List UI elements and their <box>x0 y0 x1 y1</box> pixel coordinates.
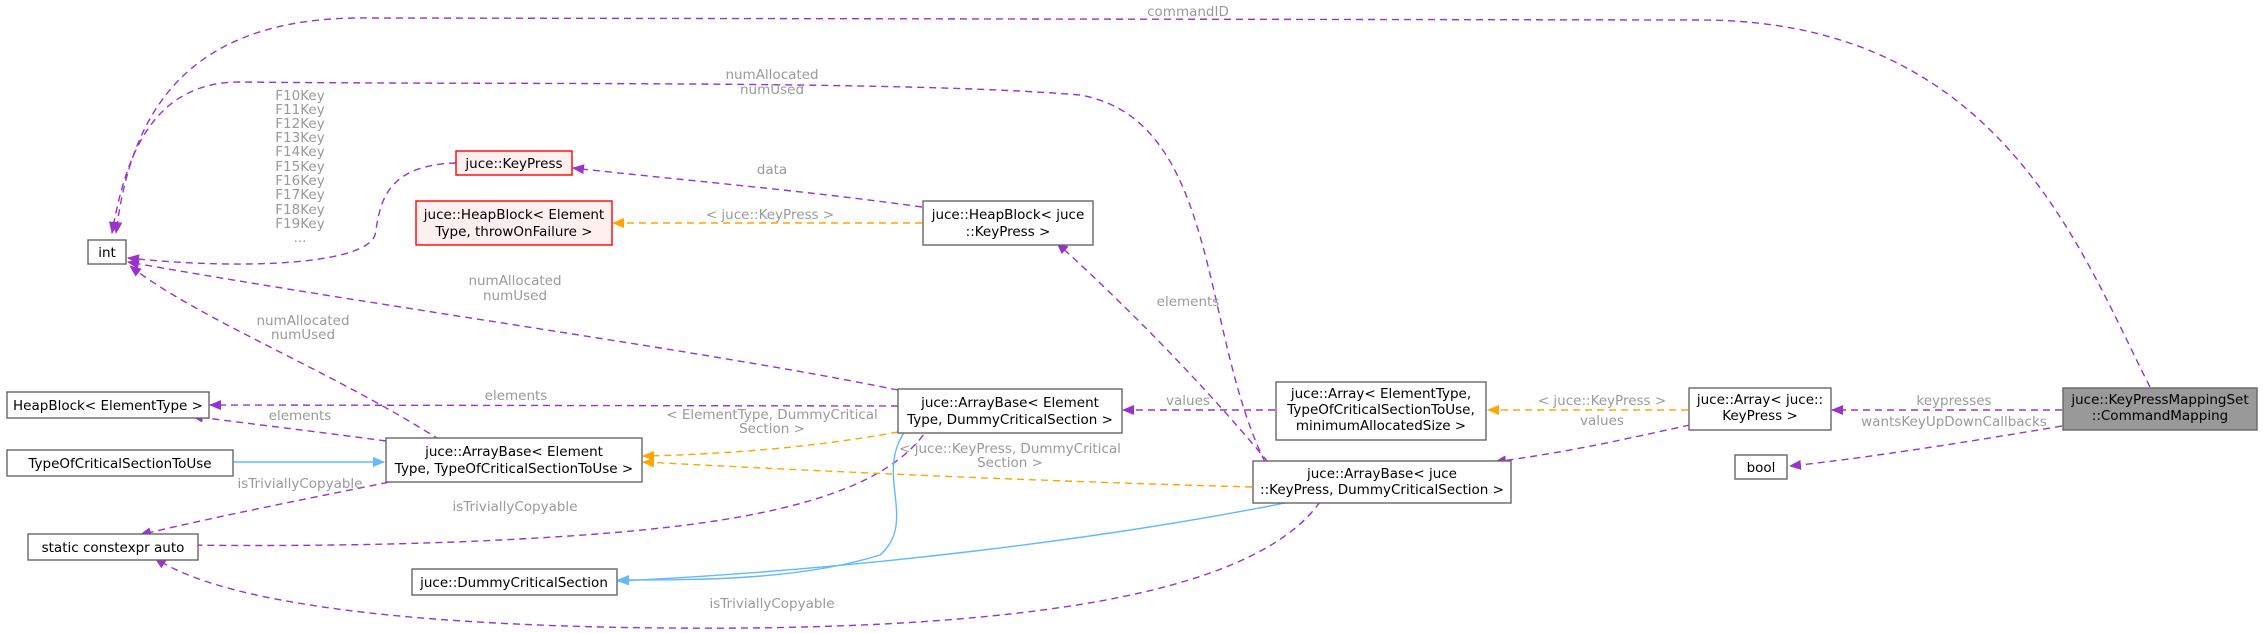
node-typeofcriticalsection[interactable]: TypeOfCriticalSectionToUse <box>6 449 234 477</box>
node-arraybase-keypress-dcs-label-2: ::KeyPress, DummyCriticalSection > <box>1260 482 1504 498</box>
label-tpl-kp-dcs-1: < juce::KeyPress, DummyCritical <box>899 441 1121 457</box>
edge-inherit-dcs <box>617 424 911 585</box>
edge-values-kp <box>1494 424 1691 466</box>
nodes: int juce::KeyPress juce::HeapBlock< Elem… <box>6 150 2258 596</box>
label-elements-dcs: elements <box>485 388 548 404</box>
node-int-label: int <box>98 245 116 261</box>
label-fkey: F12Key <box>275 116 324 132</box>
label-tpl-et-dcs-1: < ElementType, DummyCritical <box>666 407 878 423</box>
label-values-generic: values <box>1166 393 1210 409</box>
label-numused-low: numUsed <box>271 327 335 343</box>
label-elements-tcs: elements <box>269 408 332 424</box>
label-keypresses: keypresses <box>1916 393 1991 409</box>
label-trivial-dcs: isTriviallyCopyable <box>453 499 578 515</box>
node-heapblock-generic-label: HeapBlock< ElementType > <box>13 398 203 414</box>
label-fkey: F17Key <box>275 187 324 203</box>
node-bool-label: bool <box>1747 460 1776 476</box>
node-heapblock-et-throw-label-1: juce::HeapBlock< Element <box>423 207 604 223</box>
label-fkey: F14Key <box>275 144 324 160</box>
node-root-commandmapping[interactable]: juce::KeyPressMappingSet ::CommandMappin… <box>2062 387 2258 431</box>
node-typeofcriticalsection-label: TypeOfCriticalSectionToUse <box>27 456 211 472</box>
edge-numallocated-mid <box>127 258 899 391</box>
label-data: data <box>757 162 787 178</box>
node-int[interactable]: int <box>87 239 127 265</box>
node-array-generic-label-3: minimumAllocatedSize > <box>1296 418 1466 434</box>
node-arraybase-keypress-dcs[interactable]: juce::ArrayBase< juce ::KeyPress, DummyC… <box>1252 460 1512 504</box>
label-fkeys-list: F10Key F11Key F12Key F13Key F14Key F15Ke… <box>275 88 324 246</box>
label-fkey: F15Key <box>275 159 324 175</box>
edge-numallocated-top <box>109 81 1266 463</box>
node-array-keypress-label-1: juce::Array< juce:: <box>1696 392 1823 408</box>
edge-trivial-tcs <box>139 479 401 538</box>
label-fkey: F11Key <box>275 102 324 118</box>
label-commandid: commandID <box>1147 4 1229 20</box>
edge-labels: commandID numAllocated numUsed F10Key F1… <box>238 4 2047 612</box>
node-arraybase-et-tcs[interactable]: juce::ArrayBase< Element Type, TypeOfCri… <box>385 437 643 483</box>
label-fkey: F16Key <box>275 173 324 189</box>
label-tpl-et-dcs-2: Section > <box>739 421 805 437</box>
edge-tpl-kp-dcs <box>642 457 1253 488</box>
label-numallocated-top: numAllocated <box>725 67 818 83</box>
node-heapblock-et-throw[interactable]: juce::HeapBlock< Element Type, throwOnFa… <box>415 200 613 246</box>
edge-elements-dcs <box>209 400 899 411</box>
node-array-generic[interactable]: juce::Array< ElementType, TypeOfCritical… <box>1275 381 1487 441</box>
node-root-label-1: juce::KeyPressMappingSet <box>2070 392 2248 408</box>
edge-wantskeyupdown <box>1789 425 2063 470</box>
label-fkey: ... <box>294 230 307 246</box>
node-arraybase-et-tcs-label-1: juce::ArrayBase< Element <box>424 444 603 460</box>
label-numallocated-low: numAllocated <box>256 313 349 329</box>
label-tpl-keypress: < juce::KeyPress > <box>706 207 834 223</box>
node-dummycriticalsection-label: juce::DummyCriticalSection <box>419 575 608 591</box>
label-tpl-kp-dcs-2: Section > <box>977 455 1043 471</box>
node-array-keypress-label-2: KeyPress > <box>1722 408 1798 424</box>
node-array-generic-label-1: juce::Array< ElementType, <box>1290 386 1471 402</box>
edge-data <box>572 164 923 208</box>
node-heapblock-generic[interactable]: HeapBlock< ElementType > <box>6 391 210 419</box>
label-fkey: F13Key <box>275 130 324 146</box>
node-keypress-label: juce::KeyPress <box>464 156 562 172</box>
node-heapblock-et-throw-label-2: Type, throwOnFailure > <box>434 224 592 240</box>
node-static-constexpr-auto[interactable]: static constexpr auto <box>27 533 199 561</box>
node-root-label-2: ::CommandMapping <box>2092 408 2228 424</box>
node-keypress[interactable]: juce::KeyPress <box>455 150 573 176</box>
node-arraybase-et-dcs[interactable]: juce::ArrayBase< Element Type, DummyCrit… <box>897 388 1123 434</box>
edge-elements-kp <box>1056 242 1269 463</box>
label-trivial-tcs: isTriviallyCopyable <box>238 476 363 492</box>
label-wantskeyupdown: wantsKeyUpDownCallbacks <box>1861 414 2047 430</box>
label-trivial-kp: isTriviallyCopyable <box>710 596 835 612</box>
node-array-generic-label-2: TypeOfCriticalSectionToUse, <box>1286 402 1474 418</box>
edges <box>109 17 2151 629</box>
label-numused-top: numUsed <box>740 82 804 98</box>
node-arraybase-keypress-dcs-label-1: juce::ArrayBase< juce <box>1306 466 1457 482</box>
label-fkey: F18Key <box>275 202 324 218</box>
label-values-kp: values <box>1580 413 1624 429</box>
node-heapblock-keypress-label-1: juce::HeapBlock< juce <box>931 207 1085 223</box>
node-heapblock-keypress-label-2: ::KeyPress > <box>966 224 1051 240</box>
edge-tpl-et-dcs <box>642 431 899 461</box>
node-arraybase-et-dcs-label-2: Type, DummyCriticalSection > <box>906 412 1113 428</box>
node-bool[interactable]: bool <box>1734 454 1788 480</box>
label-elements-kp: elements <box>1157 294 1220 310</box>
node-arraybase-et-tcs-label-2: Type, TypeOfCriticalSectionToUse > <box>394 461 633 477</box>
label-fkey: F19Key <box>275 216 324 232</box>
label-numused-mid: numUsed <box>483 288 547 304</box>
node-heapblock-keypress[interactable]: juce::HeapBlock< juce ::KeyPress > <box>922 200 1094 246</box>
node-static-constexpr-auto-label: static constexpr auto <box>42 540 185 556</box>
edge-numallocated-low <box>129 265 441 441</box>
edge-elements-tcs <box>191 412 387 442</box>
label-numallocated-mid: numAllocated <box>468 273 561 289</box>
node-array-keypress[interactable]: juce::Array< juce:: KeyPress > <box>1688 387 1832 431</box>
node-dummycriticalsection[interactable]: juce::DummyCriticalSection <box>411 568 618 596</box>
node-arraybase-et-dcs-label-1: juce::ArrayBase< Element <box>920 395 1099 411</box>
label-tpl-array: < juce::KeyPress > <box>1538 393 1666 409</box>
label-fkey: F10Key <box>275 88 324 104</box>
edge-inherit-kp-dcs <box>617 501 1291 586</box>
